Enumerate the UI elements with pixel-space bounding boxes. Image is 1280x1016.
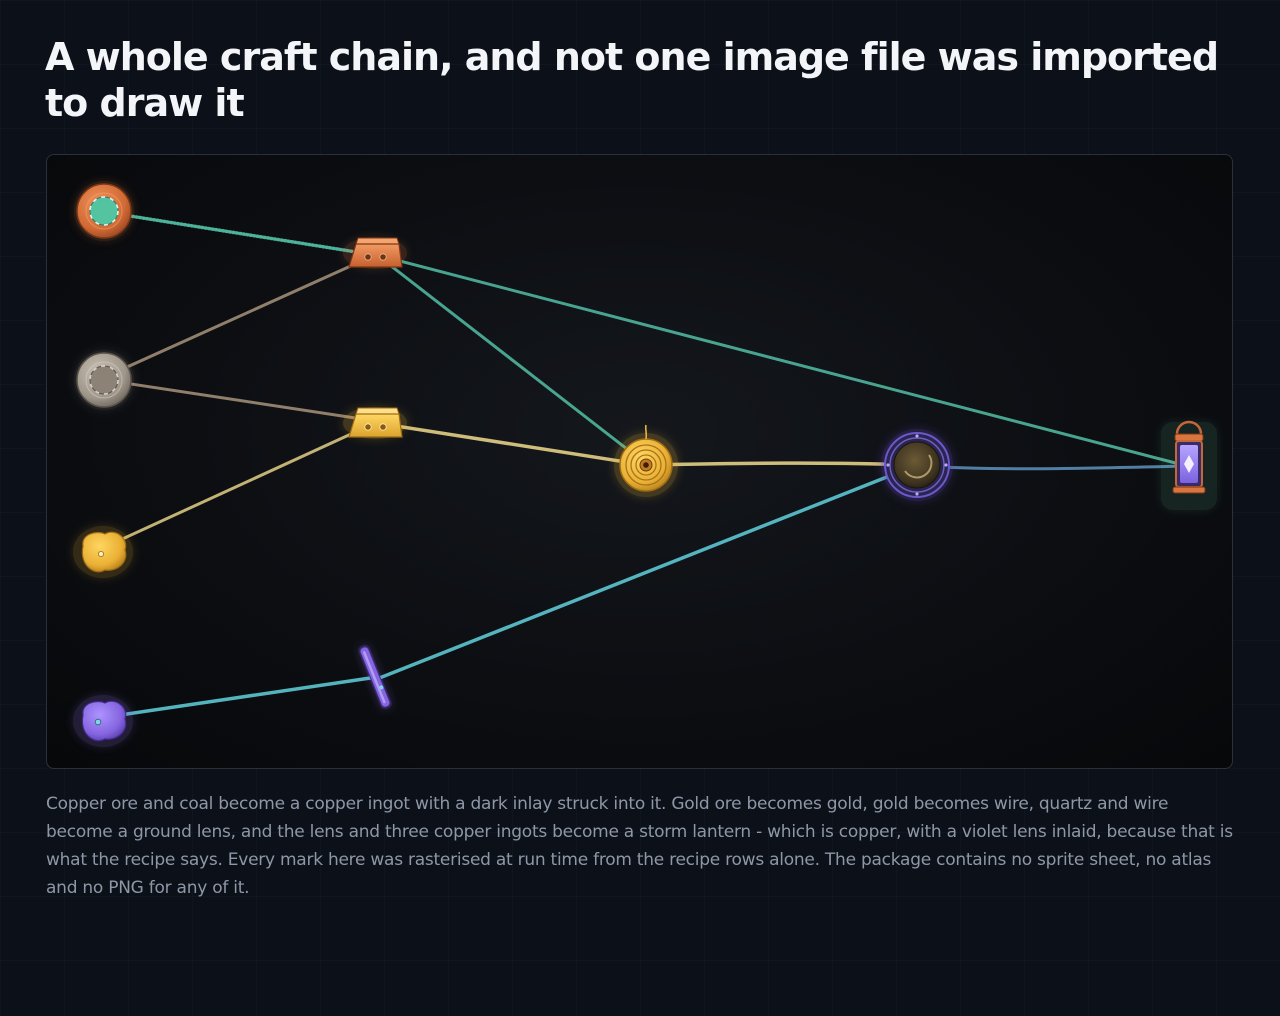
edge-gold-ingot-to-gold-wire (376, 421, 646, 467)
wire-coil-icon (614, 424, 678, 497)
edge-gold-ore-to-gold-ingot (104, 421, 376, 549)
page-title: A whole craft chain, and not one image f… (45, 35, 1219, 125)
edge-ground-lens-to-storm-lantern (916, 464, 1188, 471)
copper-ore-icon (74, 181, 134, 241)
edge-quartz-rod-to-ground-lens (376, 463, 918, 681)
craft-chain-diagram (46, 154, 1233, 769)
quartz-icon (73, 695, 133, 747)
coal-icon (74, 350, 134, 410)
gold-ore-icon (73, 526, 133, 578)
node-layer (73, 181, 1217, 747)
gold-ingot-icon (343, 407, 407, 439)
lens-icon (881, 429, 953, 501)
lantern-icon (1161, 420, 1217, 510)
craft-chain-svg (73, 181, 1217, 747)
quartz-rod-icon (358, 644, 392, 710)
edge-quartz-to-quartz-rod (106, 675, 378, 719)
edge-copper-ingot-to-storm-lantern (376, 253, 1188, 468)
copper-ingot-icon (343, 237, 407, 269)
edge-coal-to-gold-ingot (104, 378, 376, 423)
edge-coal-to-copper-ingot (104, 253, 376, 379)
diagram-caption: Copper ore and coal become a copper ingo… (46, 794, 1233, 898)
edge-copper-ore-to-copper-ingot-core (104, 211, 376, 256)
edge-gold-wire-to-ground-lens (644, 461, 918, 467)
edge-copper-ingot-to-gold-wire (376, 253, 646, 465)
